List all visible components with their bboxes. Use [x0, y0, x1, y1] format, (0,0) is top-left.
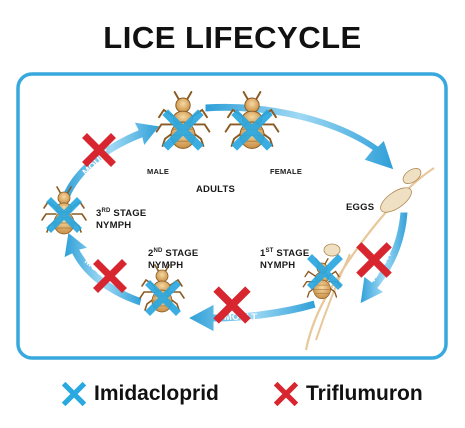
page-title: LICE LIFECYCLE — [103, 20, 362, 55]
nit-egg-icon — [380, 187, 412, 213]
label-second-stage-nymph: 2ND STAGE NYMPH — [148, 245, 198, 272]
legend-triflumuron: Triflumuron — [274, 382, 423, 406]
label-first-stage-sup: ST — [265, 248, 274, 254]
label-third-stage-nymph: 3RD STAGE NYMPH — [96, 205, 146, 232]
arrow-adults-to-eggs — [204, 102, 395, 171]
label-second-stage-sup: ND — [153, 248, 163, 254]
label-second-stage-line2: NYMPH — [148, 260, 184, 271]
arrow-moult-bottom — [186, 299, 317, 333]
label-first-stage-rest: STAGE — [273, 248, 310, 259]
legend-imidacloprid-label: Imidacloprid — [94, 382, 219, 405]
label-third-stage-rest: STAGE — [110, 208, 147, 219]
blue-x-icon — [62, 382, 86, 406]
label-second-stage-num: 2 — [148, 248, 154, 259]
label-eggs: EGGS — [346, 202, 375, 213]
red-x-icon — [274, 382, 298, 406]
label-male: MALE — [147, 167, 170, 176]
label-third-stage-line2: NYMPH — [96, 220, 132, 231]
nit-egg-icon — [323, 243, 341, 257]
nit-egg-icon — [402, 168, 422, 184]
label-third-stage-num: 3 — [96, 208, 102, 219]
legend-imidacloprid: Imidacloprid — [62, 382, 219, 406]
label-first-stage-num: 1 — [260, 248, 266, 259]
label-first-stage-line2: NYMPH — [260, 260, 296, 271]
hair-strands — [304, 167, 435, 351]
label-second-stage-rest: STAGE — [162, 248, 199, 259]
label-female: FEMALE — [270, 167, 303, 176]
label-first-stage-nymph: 1ST STAGE NYMPH — [260, 245, 309, 272]
label-third-stage-sup: RD — [101, 208, 111, 214]
arrow-eggs-to-hatch — [359, 211, 409, 305]
legend-triflumuron-label: Triflumuron — [306, 382, 423, 405]
label-adults: ADULTS — [196, 184, 236, 195]
